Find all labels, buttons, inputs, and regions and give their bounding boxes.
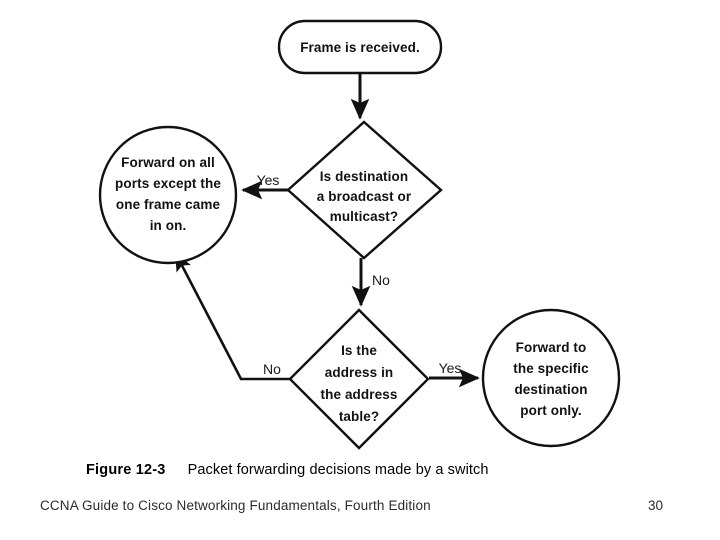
svg-text:Is the: Is the	[341, 343, 377, 358]
figure-caption-label: Figure 12-3	[86, 462, 166, 478]
node-action-flood-shape	[98, 125, 238, 265]
svg-text:the specific: the specific	[513, 361, 589, 376]
svg-text:one frame came: one frame came	[116, 197, 221, 212]
node-start-label: Frame is received.	[300, 40, 420, 55]
branch-label-table-no: No	[263, 361, 281, 377]
figure-caption: Figure 12-3 Packet forwarding decisions m…	[86, 461, 646, 483]
figure-image: Frame is received. Is destination a broa…	[98, 19, 621, 450]
slide-footer: CCNA Guide to Cisco Networking Fundament…	[0, 498, 720, 524]
svg-text:Is destination: Is destination	[320, 169, 408, 184]
node-start-shape	[277, 19, 443, 75]
node-decision-address-table-shape	[288, 308, 430, 450]
footer-book-title: CCNA Guide to Cisco Networking Fundament…	[40, 498, 431, 513]
node-decision-broadcast-label: Is destination a broadcast or multicast?	[317, 169, 412, 224]
branch-label-broadcast-yes: Yes	[257, 172, 280, 188]
node-decision-address-table-label: Is the address in the address table?	[321, 343, 398, 424]
svg-text:multicast?: multicast?	[330, 209, 399, 224]
connector-table-no-to-flood	[174, 252, 291, 381]
node-action-forward-label: Forward to the specific destination port…	[513, 340, 589, 418]
svg-text:ports except the: ports except the	[115, 176, 221, 191]
branch-label-table-yes: Yes	[439, 360, 462, 376]
node-action-flood-label: Forward on all ports except the one fram…	[115, 155, 221, 233]
svg-text:a broadcast or: a broadcast or	[317, 189, 412, 204]
svg-text:Forward on all: Forward on all	[121, 155, 215, 170]
figure-caption-text: Packet forwarding decisions made by a sw…	[187, 462, 489, 478]
branch-label-broadcast-no: No	[372, 272, 390, 288]
svg-text:address in: address in	[325, 365, 394, 380]
svg-text:Forward to: Forward to	[516, 340, 587, 355]
footer-page-number: 30	[648, 498, 664, 513]
node-action-forward-shape	[481, 308, 621, 448]
svg-text:in on.: in on.	[150, 218, 187, 233]
flowchart-diagram: Frame is received. Is destination a broa…	[98, 19, 621, 450]
svg-text:table?: table?	[339, 409, 379, 424]
svg-text:the address: the address	[321, 387, 398, 402]
svg-text:destination: destination	[514, 382, 587, 397]
svg-text:port only.: port only.	[520, 403, 582, 418]
node-decision-broadcast-shape	[286, 120, 443, 260]
